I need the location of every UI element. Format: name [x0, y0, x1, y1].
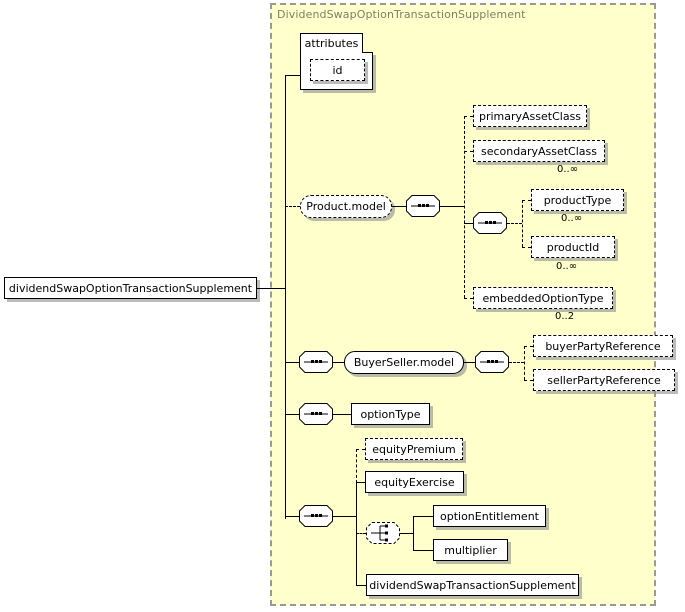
sequence-connector-icon[interactable] — [299, 403, 333, 425]
connector-line-dashed — [464, 116, 473, 117]
connector-line-dashed — [522, 200, 523, 247]
connector-line — [333, 516, 356, 517]
sequence-connector-icon[interactable] — [299, 505, 333, 527]
option-entitlement-node[interactable]: optionEntitlement — [433, 505, 546, 527]
connector-line — [285, 516, 299, 517]
product-type-node[interactable]: productType — [531, 189, 624, 211]
seller-party-reference-node[interactable]: sellerPartyReference — [533, 369, 675, 391]
connector-line-dashed — [356, 533, 366, 534]
product-id-cardinality: 0..∞ — [556, 261, 578, 272]
connector-line-dashed — [464, 151, 473, 152]
connector-line-dashed — [524, 346, 525, 380]
attributes-box-tab: attributes — [300, 33, 363, 53]
attribute-id-node[interactable]: id — [310, 59, 365, 81]
connector-line-dashed — [522, 247, 531, 248]
root-element-label: dividendSwapOptionTransactionSupplement — [8, 281, 253, 295]
product-id-label: productId — [546, 240, 600, 254]
product-model-node[interactable]: Product.model — [300, 195, 392, 218]
buyerseller-model-node[interactable]: BuyerSeller.model — [344, 351, 464, 374]
product-model-label: Product.model — [306, 200, 386, 213]
product-type-cardinality: 0..∞ — [561, 213, 583, 224]
buyer-party-reference-label: buyerPartyReference — [545, 339, 661, 353]
buyerseller-model-label: BuyerSeller.model — [353, 356, 455, 369]
sequence-connector-icon[interactable] — [475, 351, 509, 373]
attribute-id-label: id — [332, 63, 343, 77]
product-id-node[interactable]: productId — [531, 236, 615, 258]
product-type-label: productType — [543, 193, 612, 207]
seller-party-reference-label: sellerPartyReference — [547, 373, 661, 387]
connector-line — [464, 362, 475, 363]
connector-line — [356, 482, 365, 483]
connector-line — [392, 206, 406, 207]
equity-premium-node[interactable]: equityPremium — [365, 438, 463, 460]
connector-line — [413, 550, 433, 551]
connector-line-dashed — [524, 346, 533, 347]
connector-line — [413, 516, 433, 517]
connector-line-dashed — [356, 449, 365, 450]
connector-line — [285, 414, 299, 415]
connector-line-dashed — [524, 380, 533, 381]
connector-line-dashed — [285, 206, 300, 207]
connector-line — [464, 223, 473, 224]
embedded-option-type-label: embeddedOptionType — [482, 291, 604, 305]
connector-line — [333, 414, 351, 415]
connector-line-dashed — [522, 200, 531, 201]
embedded-option-type-node[interactable]: embeddedOptionType — [473, 287, 613, 309]
attributes-box-title: attributes — [304, 37, 359, 50]
connector-line-dashed — [509, 362, 524, 363]
secondary-asset-class-node[interactable]: secondaryAssetClass — [473, 140, 605, 162]
connector-line-dashed — [356, 449, 357, 483]
secondary-asset-class-label: secondaryAssetClass — [480, 144, 597, 158]
connector-line-dashed — [464, 116, 465, 298]
connector-line — [257, 288, 286, 289]
equity-exercise-label: equityExercise — [374, 475, 455, 489]
connector-line — [285, 75, 286, 519]
connector-line — [413, 516, 414, 550]
sequence-connector-icon[interactable] — [473, 212, 507, 234]
connector-line-dashed — [507, 223, 522, 224]
buyer-party-reference-node[interactable]: buyerPartyReference — [533, 335, 673, 357]
connector-line — [285, 362, 299, 363]
equity-exercise-node[interactable]: equityExercise — [365, 471, 464, 493]
connector-line-dashed — [464, 298, 473, 299]
primary-asset-class-label: primaryAssetClass — [478, 109, 582, 123]
type-group-title: DividendSwapOptionTransactionSupplement — [277, 8, 526, 21]
sequence-connector-icon[interactable] — [406, 195, 440, 217]
sequence-connector-icon[interactable] — [299, 351, 333, 373]
dividend-swap-transaction-supplement-label: dividendSwapTransactionSupplement — [369, 578, 576, 592]
embedded-option-type-cardinality: 0..2 — [555, 311, 575, 322]
dividend-swap-transaction-supplement-node[interactable]: dividendSwapTransactionSupplement — [366, 574, 579, 596]
option-entitlement-label: optionEntitlement — [440, 509, 539, 523]
connector-line — [333, 362, 344, 363]
multiplier-node[interactable]: multiplier — [433, 539, 508, 561]
connector-line — [285, 75, 300, 76]
multiplier-label: multiplier — [444, 543, 497, 557]
connector-line — [400, 533, 413, 534]
connector-line — [440, 206, 464, 207]
attributes-tab-seam — [301, 52, 362, 53]
primary-asset-class-node[interactable]: primaryAssetClass — [473, 105, 587, 127]
secondary-asset-class-cardinality: 0..∞ — [557, 164, 579, 175]
connector-line — [356, 585, 366, 586]
equity-premium-label: equityPremium — [372, 442, 456, 456]
option-type-node[interactable]: optionType — [351, 403, 430, 425]
choice-connector-icon[interactable] — [366, 522, 400, 544]
option-type-label: optionType — [360, 407, 421, 421]
root-element-node[interactable]: dividendSwapOptionTransactionSupplement — [4, 277, 257, 299]
